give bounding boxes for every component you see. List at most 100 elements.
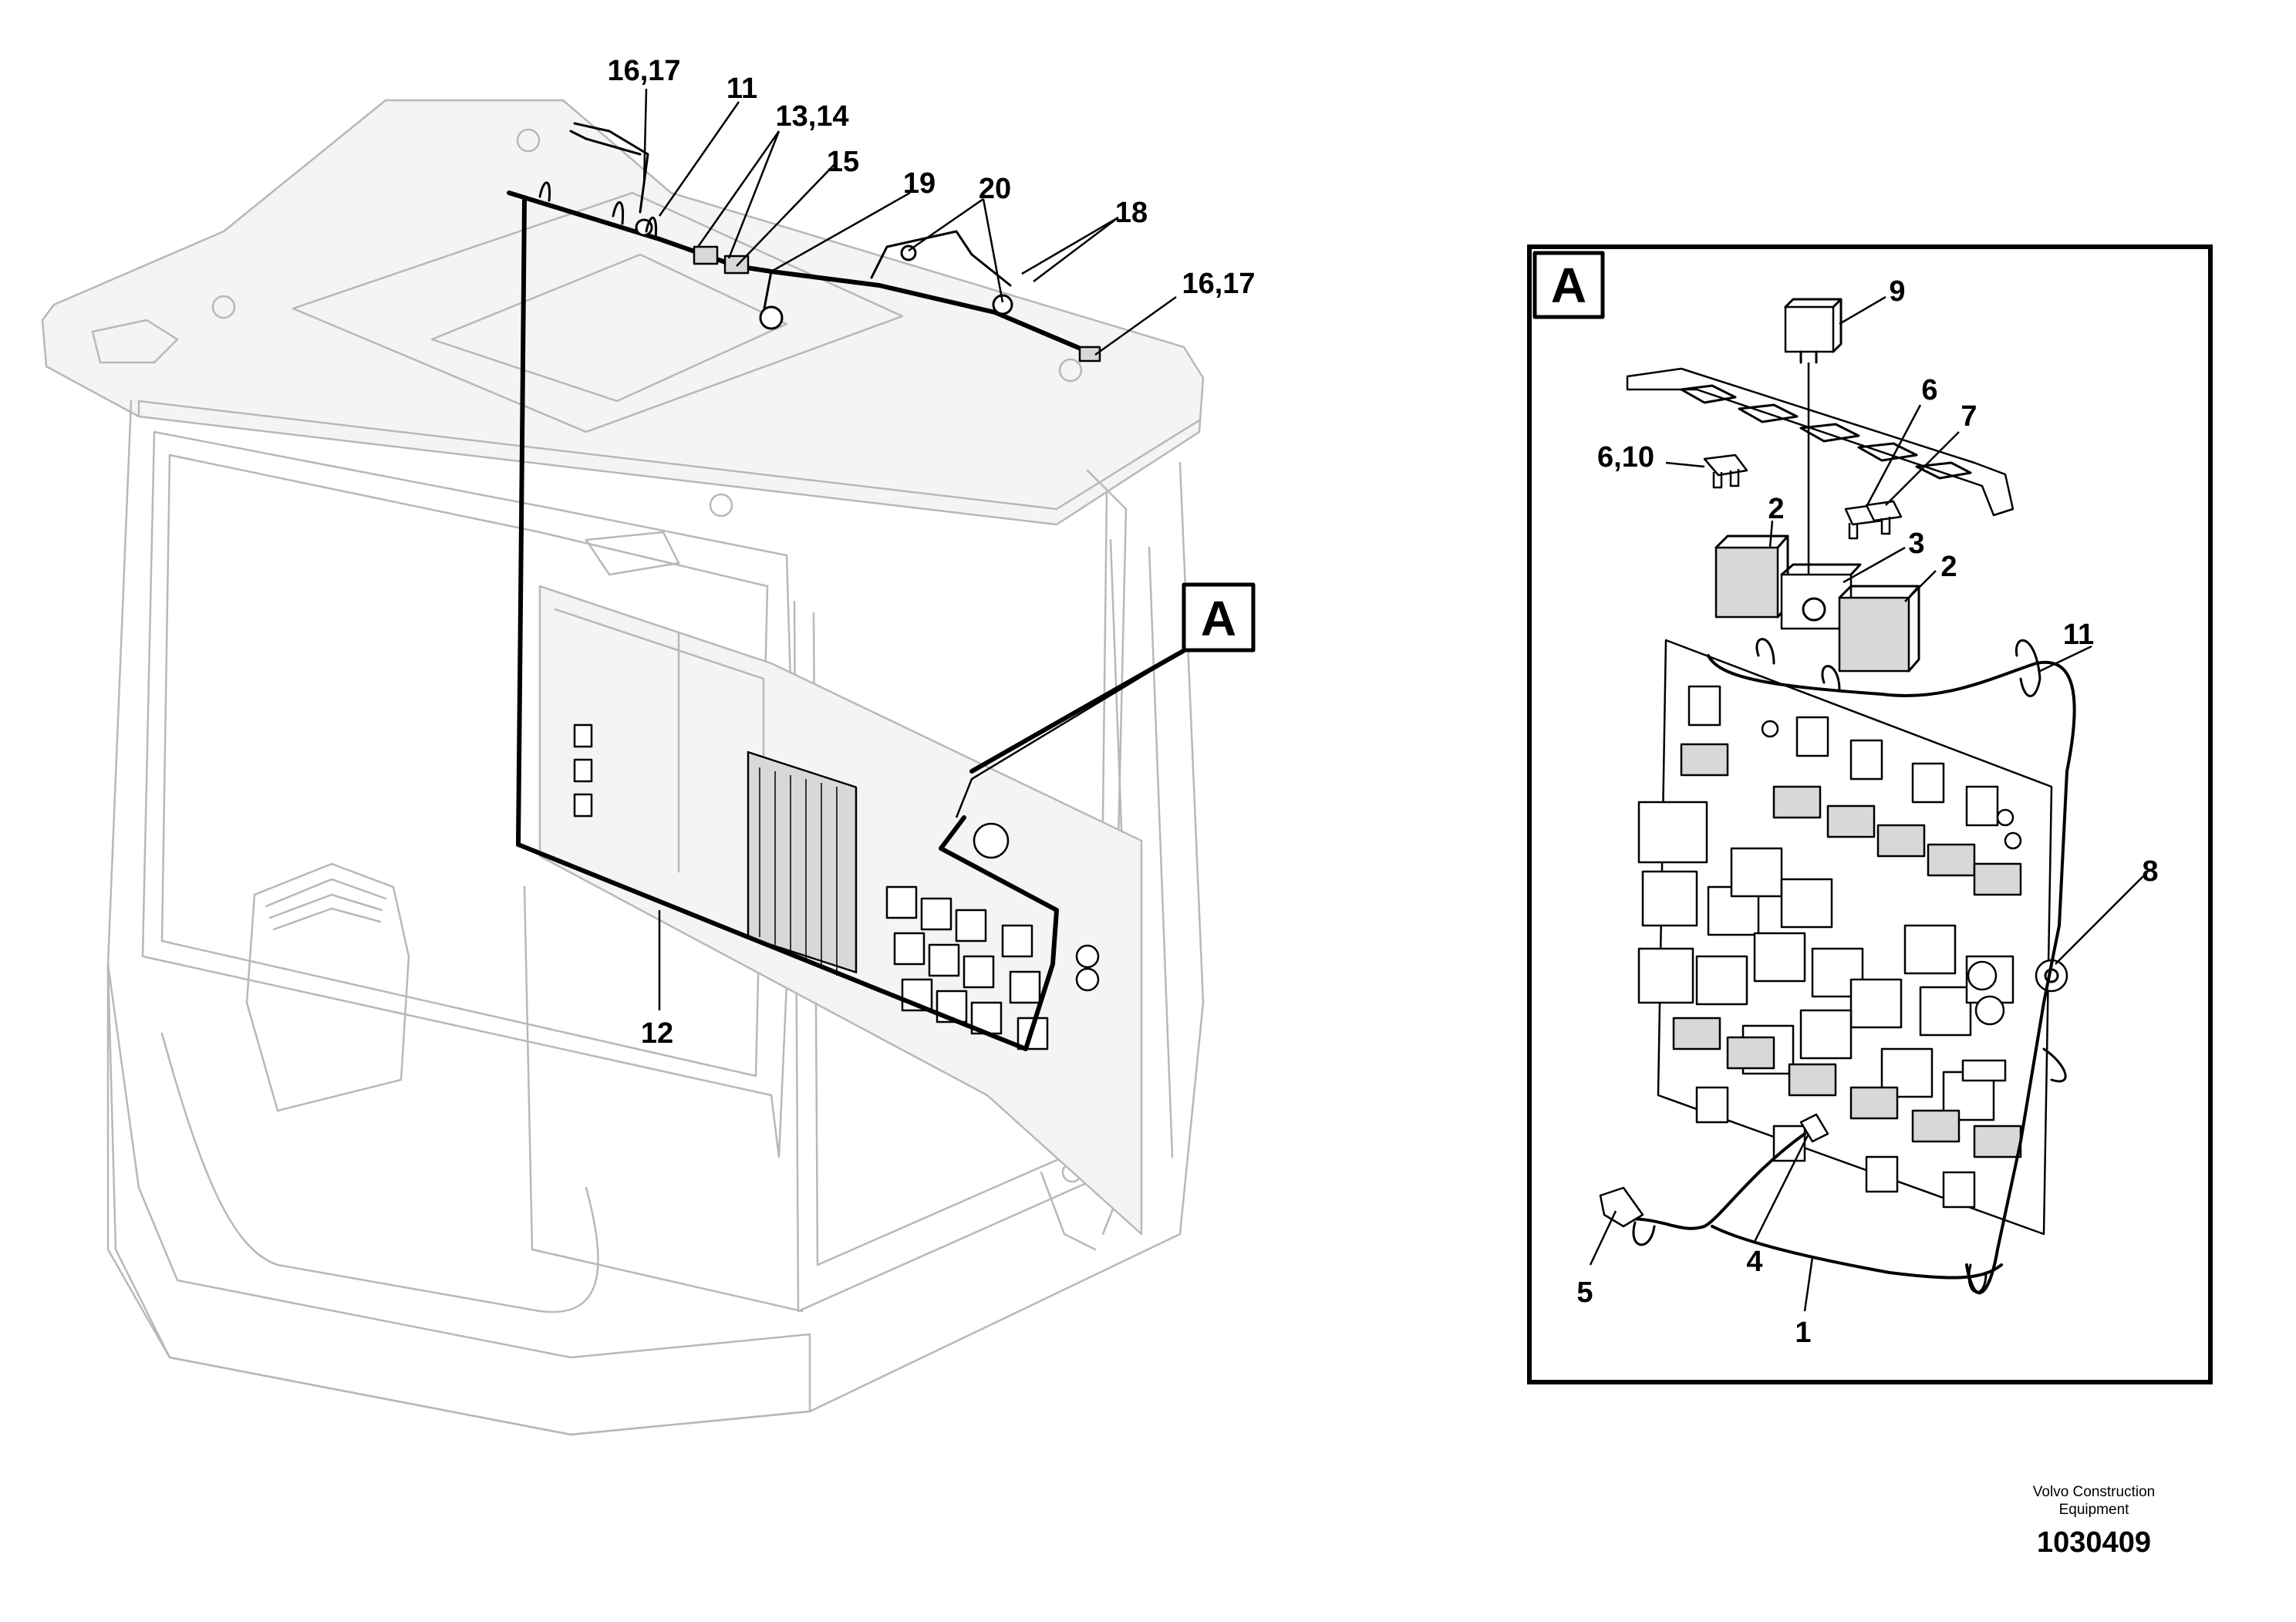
detail-marker-box: [1532, 251, 1605, 319]
harness-loop: [645, 216, 658, 241]
leader-line: [658, 101, 740, 217]
relay: [955, 909, 987, 943]
relay-bracket-slots: [1680, 384, 1972, 480]
connector-item-2-left: [1714, 546, 1779, 619]
leader-line: [1753, 1133, 1810, 1243]
callout-6: 6: [1921, 374, 1937, 406]
cab-seat-detail: [265, 878, 387, 931]
main-harness-12: [516, 198, 1059, 1051]
roof-edge: [137, 400, 1201, 511]
callout-4: 4: [1746, 1246, 1762, 1278]
detail-a-leader: [969, 642, 1198, 774]
cab-floor-line: [523, 885, 804, 1313]
leader-line: [1839, 295, 1886, 325]
detail-harness-1: [1626, 1132, 2003, 1280]
relay: [920, 897, 952, 931]
leader-line: [908, 197, 984, 252]
connector-item-5: [1599, 1186, 1644, 1228]
harness-loop: [538, 181, 551, 202]
relay-bracket: [1626, 367, 2014, 517]
leader-line: [1885, 431, 1960, 506]
harness-tie-loop: [2042, 1047, 2067, 1083]
fuse-block-small: [573, 758, 593, 783]
harness-tie-loop: [1821, 665, 1841, 692]
relay: [885, 885, 918, 919]
relay: [963, 955, 995, 989]
callout-2-right: 2: [1940, 551, 1957, 583]
fuse-item-6-10: [1703, 454, 1748, 489]
callout-6-10: 6,10: [1597, 441, 1654, 474]
roof-harness-branch: [870, 230, 1012, 287]
cab-lower-body: [106, 963, 811, 1436]
roof-lamp-left: [91, 319, 179, 364]
cab-lower-curve: [160, 1032, 599, 1313]
leader-line: [1589, 1210, 1617, 1266]
cab-handrail: [1040, 1171, 1097, 1251]
detail-a-leader-thin: [955, 642, 1196, 818]
footer: Volvo Construction Equipment 1030409: [2033, 1484, 2155, 1559]
leader-line: [770, 191, 911, 273]
detail-a-marker-letter: A: [1201, 591, 1236, 646]
roof-lamp-mid: [585, 531, 680, 576]
credit-line-1: Volvo Construction: [2033, 1484, 2155, 1500]
roof-hatch-inner: [430, 253, 788, 403]
callout-15: 15: [827, 146, 859, 178]
callout-16-17-left: 16,17: [607, 55, 680, 87]
leader-line: [727, 130, 781, 259]
leader-line: [1904, 570, 1937, 602]
credit-line-2: Equipment: [2059, 1502, 2130, 1518]
detail-view-a: A: [1527, 244, 2213, 1384]
roof-harness-branch: [569, 130, 642, 156]
cab-roof: [41, 99, 1205, 526]
detail-a-marker-box: [1182, 582, 1256, 653]
callout-7: 7: [1961, 400, 1977, 433]
harness-tie-loop: [2014, 639, 2041, 697]
fuse-block-small: [573, 793, 593, 818]
harness-connector: [1078, 346, 1101, 363]
harness-tie-loop: [1967, 1263, 1988, 1293]
callout-5: 5: [1576, 1276, 1593, 1309]
panel-connector-round: [973, 822, 1010, 859]
detail-marker-letter: A: [1551, 258, 1586, 313]
callout-3: 3: [1908, 528, 1924, 560]
panel-connector-round: [1075, 967, 1100, 992]
panel-relay-cluster: [885, 885, 1049, 1050]
leader-line: [1094, 295, 1177, 356]
leader-line: [1843, 546, 1906, 584]
leader-line: [736, 161, 838, 267]
harness-clip: [693, 245, 719, 265]
relay: [893, 932, 925, 966]
leader-line: [1021, 216, 1119, 275]
relay: [928, 943, 960, 977]
panel-connector-round: [1075, 944, 1100, 969]
board-small-parts: [1687, 685, 2022, 1209]
callout-9: 9: [1889, 275, 1905, 308]
leader-line: [1865, 404, 1922, 508]
roof-bolt: [1058, 358, 1083, 383]
harness-loop: [612, 201, 625, 225]
harness-tie-loop: [1755, 638, 1775, 665]
document-number: 1030409: [2037, 1526, 2151, 1559]
board-fuse-rows: [1672, 743, 2022, 1158]
fuse-item-7: [1865, 500, 1903, 535]
leader-line: [1768, 520, 1774, 548]
callout-13-14: 13,14: [775, 100, 848, 133]
relay-item-9: [1784, 305, 1835, 353]
callout-19: 19: [903, 167, 936, 200]
harness-tie: [900, 244, 917, 261]
callout-20: 20: [979, 173, 1011, 205]
leader-line: [982, 198, 1004, 303]
detail-frame: [1527, 244, 2213, 1384]
leader-line: [1803, 1256, 1814, 1312]
callout-8: 8: [2142, 855, 2158, 888]
callout-16-17-right: 16,17: [1182, 268, 1255, 300]
relay: [1009, 970, 1041, 1004]
roof-bolt: [516, 128, 541, 153]
cab-overview: 16,17 11 13,14 15 19 20 18 16,17 12 A: [41, 55, 1256, 1436]
callout-11-overview: 11: [727, 73, 757, 105]
leader-line: [696, 130, 781, 248]
ecu-fins: [759, 767, 838, 976]
roof-bolt: [709, 493, 733, 518]
callout-12: 12: [641, 1017, 673, 1050]
